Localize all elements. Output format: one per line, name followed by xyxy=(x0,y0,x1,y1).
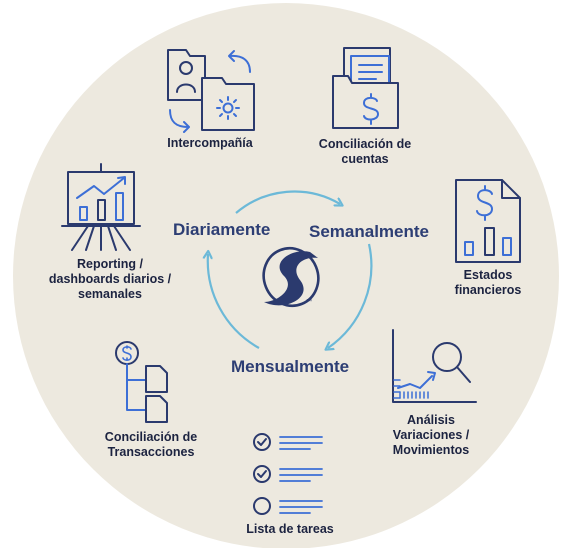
label-line: Movimientos xyxy=(392,443,470,457)
label-line: dashboards diarios / xyxy=(48,272,172,286)
magnifier-chart-icon xyxy=(392,329,477,403)
label-line: Conciliación de xyxy=(104,430,198,444)
label-line: Reporting / xyxy=(77,257,143,271)
cycle-arrow-right xyxy=(328,243,373,348)
cycle-arrows xyxy=(208,190,373,349)
label-line: Lista de tareas xyxy=(246,522,334,536)
label-conciliacion-transacciones: Conciliación de Transacciones xyxy=(86,430,216,460)
label-line: Análisis xyxy=(407,413,455,427)
presentation-board-icon xyxy=(61,163,141,251)
cycle-label-monthly: Mensualmente xyxy=(231,357,350,376)
label-line: Intercompañía xyxy=(167,136,253,150)
label-line: cuentas xyxy=(341,152,389,166)
folder-dollar-icon xyxy=(332,47,399,129)
label-line: Conciliación de xyxy=(318,137,412,151)
dollar-documents-tree-icon xyxy=(115,341,168,423)
stylized-s-logo-icon: ™ xyxy=(262,246,320,308)
trademark-mark: ™ xyxy=(306,298,312,305)
label-conciliacion-cuentas: Conciliación de cuentas xyxy=(305,137,425,167)
label-line: financieros xyxy=(454,283,522,297)
label-line: Transacciones xyxy=(107,445,195,459)
folders-gear-icon xyxy=(167,49,255,133)
label-line: Variaciones / xyxy=(392,428,470,442)
label-line: Estados xyxy=(463,268,513,282)
label-intercompania: Intercompañía xyxy=(150,136,270,151)
checklist-icon xyxy=(253,433,323,515)
dollar-document-chart-icon xyxy=(455,179,521,263)
label-analisis: Análisis Variaciones / Movimientos xyxy=(376,413,486,458)
label-reporting: Reporting / dashboards diarios / semanal… xyxy=(40,257,180,302)
cycle-arrow-left xyxy=(208,254,260,349)
cycle-label-weekly: Semanalmente xyxy=(309,222,429,241)
label-estados-financieros: Estados financieros xyxy=(438,268,538,298)
cycle-arrow-top xyxy=(235,190,340,214)
label-line: semanales xyxy=(78,287,142,301)
label-lista-tareas: Lista de tareas xyxy=(230,522,350,537)
cycle-label-daily: Diariamente xyxy=(173,220,271,239)
